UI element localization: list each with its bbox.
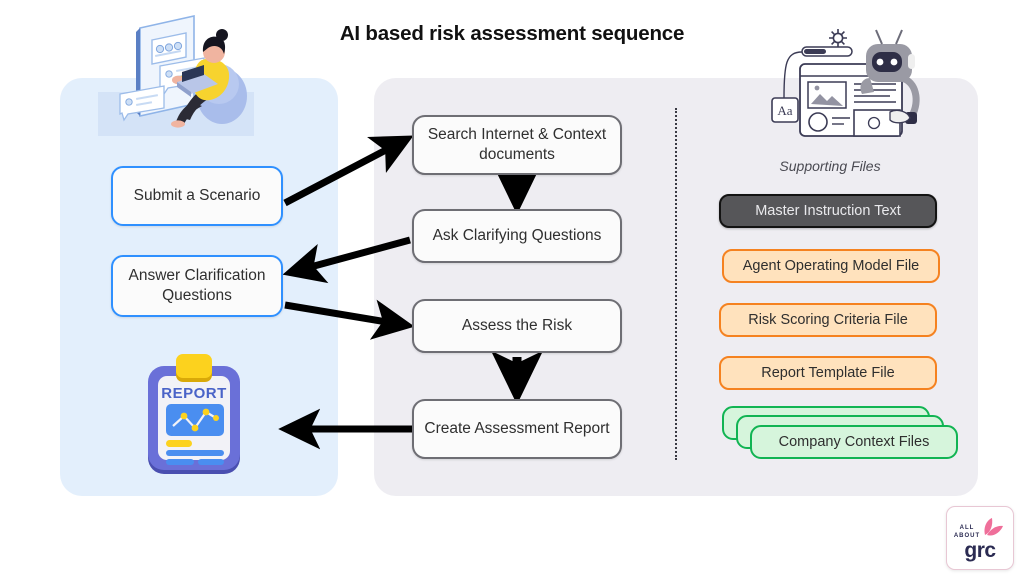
robot-with-browser-illustration: Aa <box>762 16 940 144</box>
report-clipboard-icon: REPORT <box>136 352 254 480</box>
person-with-laptop-illustration <box>98 8 254 136</box>
node-label: Create Assessment Report <box>424 419 610 437</box>
file-risk-scoring-criteria[interactable]: Risk Scoring Criteria File <box>719 303 937 337</box>
node-answer-clarification-questions[interactable]: Answer Clarification Questions <box>111 255 283 317</box>
context-card-front[interactable]: Company Context Files <box>750 425 958 459</box>
node-assess-the-risk[interactable]: Assess the Risk <box>412 299 622 353</box>
file-label: Agent Operating Model File <box>742 258 920 274</box>
svg-text:ABOUT: ABOUT <box>954 533 980 539</box>
node-label: Ask Clarifying Questions <box>432 226 602 244</box>
file-label: Master Instruction Text <box>755 203 901 219</box>
node-create-assessment-report[interactable]: Create Assessment Report <box>412 399 622 459</box>
supporting-files-heading: Supporting Files <box>779 158 881 174</box>
svg-text:Aa: Aa <box>777 103 792 118</box>
page-title: AI based risk assessment sequence <box>339 22 685 45</box>
company-context-files-stack[interactable]: Company Context Files <box>722 406 962 462</box>
panel-divider <box>675 108 677 460</box>
node-label: Search Internet & Context documents <box>427 125 607 163</box>
all-about-grc-logo: ALL ABOUT grc <box>946 506 1014 570</box>
node-search-internet-context-documents[interactable]: Search Internet & Context documents <box>412 115 622 175</box>
file-label: Company Context Files <box>778 434 930 450</box>
svg-text:ALL: ALL <box>960 525 975 531</box>
file-label: Report Template File <box>761 365 895 381</box>
file-agent-operating-model[interactable]: Agent Operating Model File <box>722 249 940 283</box>
file-report-template[interactable]: Report Template File <box>719 356 937 390</box>
node-label: Submit a Scenario <box>133 186 261 204</box>
node-label: Assess the Risk <box>461 316 573 334</box>
node-submit-a-scenario[interactable]: Submit a Scenario <box>111 166 283 226</box>
svg-text:grc: grc <box>964 539 996 562</box>
svg-text:REPORT: REPORT <box>161 385 227 402</box>
file-label: Risk Scoring Criteria File <box>748 312 908 328</box>
file-master-instruction-text[interactable]: Master Instruction Text <box>719 194 937 228</box>
node-ask-clarifying-questions[interactable]: Ask Clarifying Questions <box>412 209 622 263</box>
node-label: Answer Clarification Questions <box>128 266 266 304</box>
